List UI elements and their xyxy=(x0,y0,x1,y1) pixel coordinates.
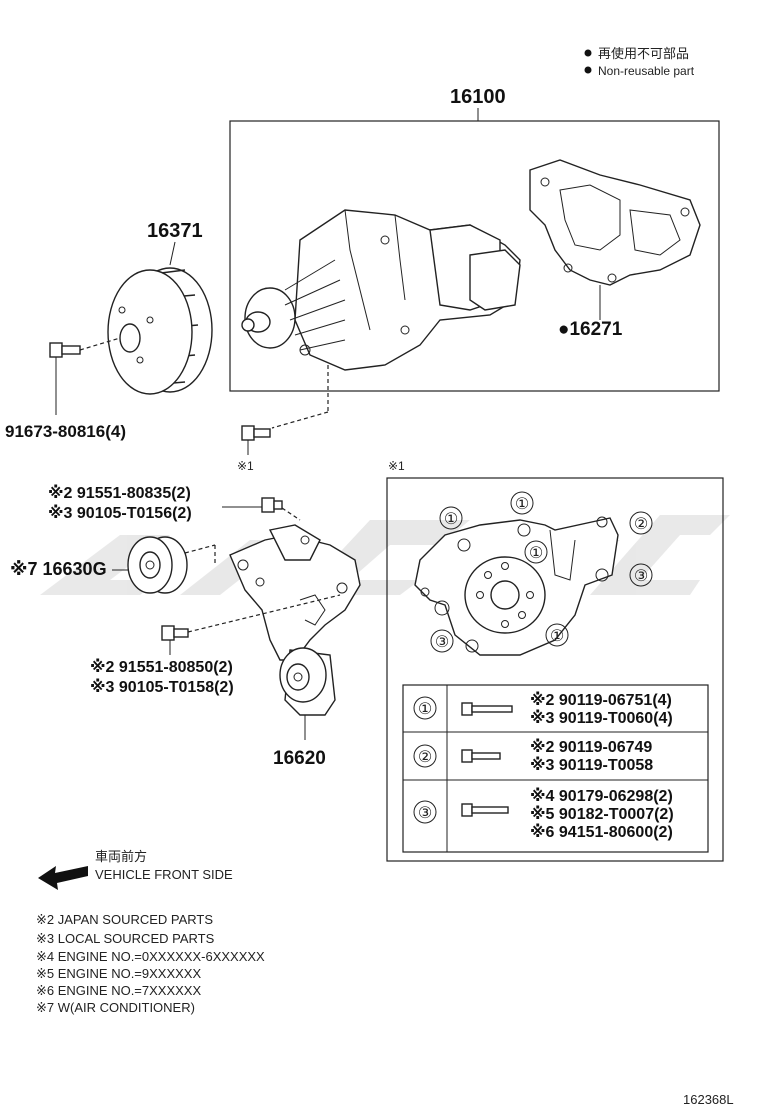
note-ref-left: ※1 xyxy=(237,459,254,473)
callout-3b: ③ xyxy=(430,629,454,653)
arrow-left-icon xyxy=(38,866,88,890)
bolt-long-icon xyxy=(461,702,513,716)
legend-en: Non-reusable part xyxy=(598,64,695,78)
figure-id: 162368L xyxy=(683,1092,734,1107)
callout-1c: ① xyxy=(524,540,548,564)
callout-2: ② xyxy=(629,511,653,535)
svg-text:※3 90119-T0060(4): ※3 90119-T0060(4) xyxy=(530,709,673,727)
detail-frame xyxy=(386,477,724,862)
svg-text:※2 90119-06751(4): ※2 90119-06751(4) xyxy=(530,691,672,709)
callout-3a: ③ xyxy=(629,563,653,587)
part-number-bracket-bolt-1: ※2 91551-80850(2) xyxy=(90,658,233,676)
svg-text:※3 90119-T0058: ※3 90119-T0058 xyxy=(530,756,653,774)
callout-1b: ① xyxy=(510,491,534,515)
water-pump-drawing xyxy=(241,209,521,371)
svg-text:※5 90182-T0007(2): ※5 90182-T0007(2) xyxy=(530,805,674,823)
svg-text:※6 94151-80600(2): ※6 94151-80600(2) xyxy=(530,823,673,841)
bullet-icon xyxy=(584,49,592,57)
svg-text:①: ① xyxy=(444,511,458,528)
svg-text:③: ③ xyxy=(435,634,449,651)
part-number-tensioner: 16620 xyxy=(273,748,326,769)
gasket-drawing xyxy=(529,159,701,286)
direction-jp: 車両前方 xyxy=(95,849,147,864)
bullet-icon xyxy=(584,66,592,74)
svg-text:③: ③ xyxy=(634,568,648,585)
note-ref-box: ※1 xyxy=(388,459,405,473)
vehicle-front-indicator: 車両前方 VEHICLE FRONT SIDE xyxy=(38,849,233,890)
idler-bolt-drawing xyxy=(261,497,283,513)
svg-text:②: ② xyxy=(634,516,648,533)
table-row: ① ※2 90119-06751(4) ※3 90119-T0060(4) xyxy=(413,691,673,727)
svg-text:①: ① xyxy=(529,545,543,562)
part-number-pulley: 16371 xyxy=(147,220,203,242)
legend: 再使用不可部品 Non-reusable part xyxy=(584,46,695,78)
footnote: ※3 LOCAL SOURCED PARTS xyxy=(36,931,215,946)
part-number-water-pump: 16100 xyxy=(450,86,506,108)
part-number-idler-bolt-1: ※2 91551-80835(2) xyxy=(48,484,191,502)
svg-text:③: ③ xyxy=(418,805,432,822)
svg-text:※2 90119-06749: ※2 90119-06749 xyxy=(530,738,652,756)
svg-text:②: ② xyxy=(418,749,432,766)
stud-bolt-icon xyxy=(461,803,509,817)
pulley-bolt-drawing xyxy=(49,342,81,358)
pump-bolt-drawing xyxy=(241,425,271,441)
svg-text:①: ① xyxy=(418,701,432,718)
pulley-drawing xyxy=(107,267,213,395)
idler-pulley-drawing xyxy=(127,536,188,594)
footnote: ※5 ENGINE NO.=9XXXXXX xyxy=(36,966,201,981)
svg-text:※4 90179-06298(2): ※4 90179-06298(2) xyxy=(530,787,673,805)
callout-1d: ① xyxy=(545,623,569,647)
direction-en: VEHICLE FRONT SIDE xyxy=(95,867,233,882)
bracket-bolt-drawing xyxy=(161,625,189,641)
footnote: ※2 JAPAN SOURCED PARTS xyxy=(36,912,213,927)
callout-1a: ① xyxy=(439,506,463,530)
pump-housing-detail xyxy=(414,516,619,656)
svg-text:①: ① xyxy=(550,628,564,645)
svg-text:①: ① xyxy=(515,496,529,513)
water-pump-group-frame xyxy=(229,120,720,392)
footnote: ※4 ENGINE NO.=0XXXXXX-6XXXXXX xyxy=(36,949,265,964)
tensioner-drawing xyxy=(279,647,336,716)
part-number-bracket-bolt-2: ※3 90105-T0158(2) xyxy=(90,678,234,696)
part-number-idler-pulley: ※7 16630G xyxy=(10,559,107,579)
part-number-pulley-bolt: 91673-80816(4) xyxy=(5,422,126,441)
footnotes: ※2 JAPAN SOURCED PARTS ※3 LOCAL SOURCED … xyxy=(36,912,265,1015)
footnote: ※7 W(AIR CONDITIONER) xyxy=(36,1000,195,1015)
fastener-table: ① ※2 90119-06751(4) ※3 90119-T0060(4) ② … xyxy=(402,684,709,853)
legend-jp: 再使用不可部品 xyxy=(598,46,689,61)
bracket-drawing xyxy=(229,524,361,661)
footnote: ※6 ENGINE NO.=7XXXXXX xyxy=(36,983,201,998)
table-row: ③ ※4 90179-06298(2) ※5 90182-T0007(2) ※6… xyxy=(413,787,674,841)
table-row: ② ※2 90119-06749 ※3 90119-T0058 xyxy=(413,738,653,774)
part-number-gasket: ●16271 xyxy=(558,319,623,340)
part-number-idler-bolt-2: ※3 90105-T0156(2) xyxy=(48,504,192,522)
bolt-medium-icon xyxy=(461,749,501,763)
